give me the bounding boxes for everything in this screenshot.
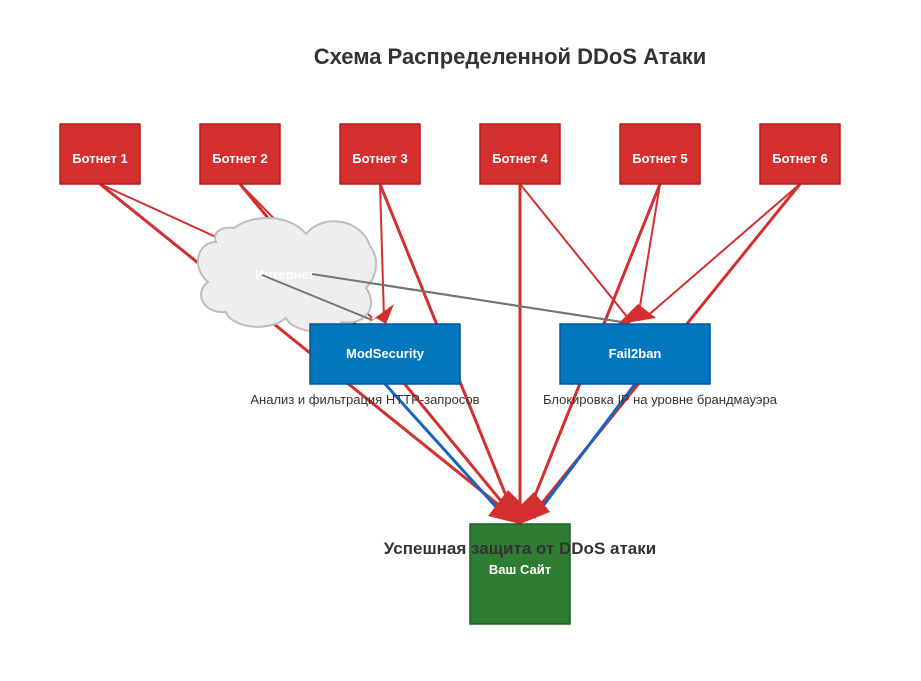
internet-cloud: Интернет [197,217,378,333]
edge-internet-modsecurity-overlay [261,274,373,321]
arrowhead-site [488,490,550,524]
edge-fail2ban-site [532,383,637,519]
success-message: Успешная защита от DDoS атаки [384,539,656,558]
fail2ban-label: Fail2ban [609,346,662,361]
modsecurity-label: ModSecurity [346,346,425,361]
botnet-label: Ботнет 2 [212,151,267,166]
edge-botnet6-fail2ban [644,183,801,319]
defenses: ModSecurity Fail2ban [309,323,711,385]
edge-botnet5-fail2ban [637,183,661,319]
site-label: Ваш Сайт [489,562,551,577]
botnet-node: Ботнет 2 [199,123,281,185]
internet-label: Интернет [255,267,315,282]
botnets: Ботнет 1 Ботнет 2 Ботнет 3 Ботнет 4 Ботн… [59,123,841,185]
fail2ban-caption: Блокировка IP на уровне брандмауэра [543,392,778,407]
edge-internet-fail2ban-overlay [311,273,623,323]
edge-botnet4-fail2ban [519,183,629,319]
arrowhead-modsecurity [364,304,394,326]
botnet-node: Ботнет 5 [619,123,701,185]
modsecurity-caption: Анализ и фильтрация HTTP-запросов [250,392,479,407]
botnet-node: Ботнет 4 [479,123,561,185]
botnet-label: Ботнет 4 [492,151,548,166]
fail2ban-node: Fail2ban [559,323,711,385]
edge-botnet3-modsecurity [379,183,385,319]
botnet-label: Ботнет 3 [352,151,407,166]
botnet-label: Ботнет 5 [632,151,687,166]
modsecurity-node: ModSecurity [309,323,461,385]
diagram-title: Схема Распределенной DDoS Атаки [314,44,707,69]
botnet-label: Ботнет 1 [72,151,127,166]
edge-modsecurity-site [383,382,508,520]
botnet-label: Ботнет 6 [772,151,827,166]
edge-botnet1-site [99,182,516,520]
site-node: Ваш Сайт [469,523,571,625]
botnet-node: Ботнет 1 [59,123,141,185]
botnet-node: Ботнет 6 [759,123,841,185]
botnet-node: Ботнет 3 [339,123,421,185]
